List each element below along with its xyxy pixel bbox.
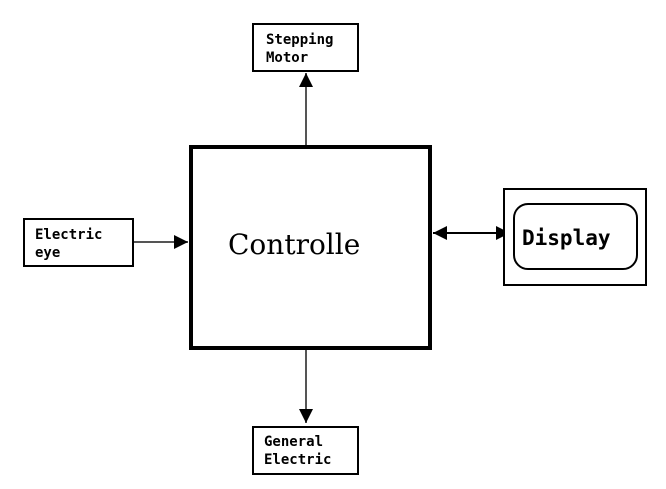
display-box: Display [503,188,647,286]
general-electric-box: General Electric [252,426,359,475]
stepping-motor-label-line1: Stepping [266,32,333,48]
general-electric-label-line1: General [264,434,323,450]
display-label: Display [522,226,611,250]
stepping-motor-box: Stepping Motor [252,23,359,72]
electric-eye-label-line1: Electric [35,227,102,243]
electric-eye-box: Electric eye [23,218,134,267]
controller-box: Controlle [189,145,432,350]
general-electric-label-line2: Electric [264,452,331,468]
stepping-motor-label-line2: Motor [266,50,308,66]
electric-eye-label-line2: eye [35,245,60,261]
controller-label: Controlle [228,228,360,261]
